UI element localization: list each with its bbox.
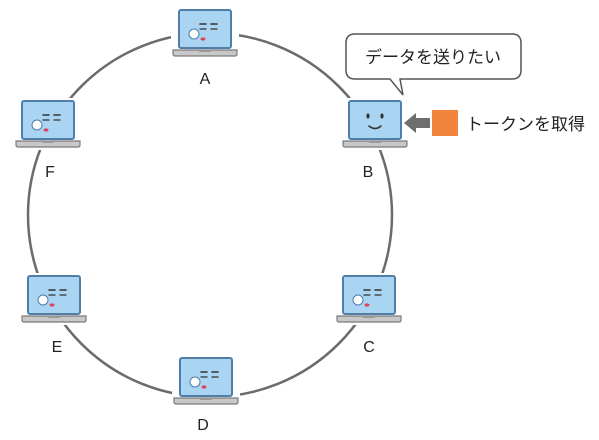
left-arrow-icon (404, 113, 430, 133)
node-label-a: A (200, 71, 211, 88)
node-d: D (172, 355, 240, 434)
node-label-e: E (52, 339, 63, 356)
speech-bubble-text: データを送りたい (365, 47, 501, 68)
node-b: B (341, 98, 409, 181)
node-label-b: B (363, 164, 374, 181)
token-square (432, 110, 458, 136)
node-a: A (171, 7, 239, 88)
node-label-c: C (363, 339, 375, 356)
token-acquire-indicator: トークンを取得 (404, 110, 585, 136)
node-f: F (14, 98, 82, 181)
node-label-f: F (45, 164, 55, 181)
network-nodes: A B C D E F (14, 7, 409, 434)
node-label-d: D (197, 417, 209, 434)
node-e: E (20, 273, 88, 356)
token-label: トークンを取得 (466, 115, 585, 135)
node-c: C (335, 273, 403, 356)
speech-bubble: データを送りたい (345, 33, 522, 96)
